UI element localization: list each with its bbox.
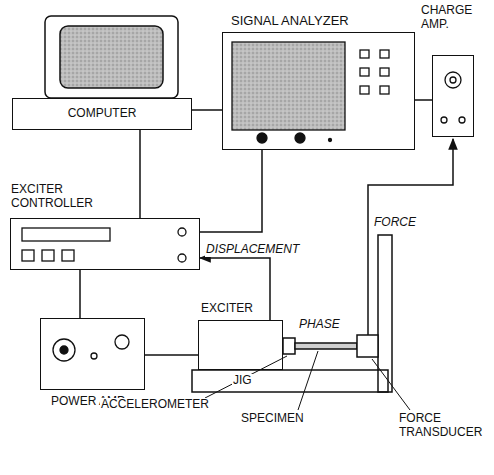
specimen bbox=[295, 343, 357, 349]
node-label: EXCITER CONTROLLER bbox=[11, 183, 111, 211]
power-amp-panel bbox=[53, 335, 129, 361]
node-label: COMPUTER bbox=[13, 107, 191, 121]
signal-cable bbox=[79, 270, 81, 318]
node-label: CHARGE AMP. bbox=[421, 4, 479, 32]
node-label: SIGNAL ANALYZER bbox=[231, 14, 421, 29]
signal-cable bbox=[415, 99, 432, 101]
charge-amp-knobs bbox=[441, 72, 465, 123]
signal-cable bbox=[145, 354, 198, 356]
signal-name: PHASE bbox=[298, 318, 341, 332]
part-label: ACCELEROMETER bbox=[100, 398, 210, 412]
analyzer-box: SIGNAL ANALYZER bbox=[222, 32, 415, 150]
signal-name: DISPLACEMENT bbox=[205, 243, 300, 257]
node-label: EXCITER bbox=[201, 302, 281, 316]
fixed-wall bbox=[378, 235, 392, 392]
power-amp-box: POWER AMP. bbox=[40, 318, 145, 390]
part-label: JIG bbox=[232, 374, 253, 388]
signal-name: FORCE bbox=[373, 216, 417, 230]
charge-amp-box: CHARGE AMP. bbox=[432, 55, 474, 137]
part-label: FORCE TRANSDUCER bbox=[398, 412, 492, 440]
monitor bbox=[45, 16, 178, 98]
accelerometer bbox=[283, 338, 295, 354]
signal-cable bbox=[139, 130, 141, 218]
controller-box: EXCITER CONTROLLER bbox=[10, 218, 200, 270]
analyzer-panel bbox=[232, 42, 389, 143]
exciter-box: EXCITER bbox=[198, 320, 283, 370]
jig-base bbox=[192, 370, 388, 392]
leader-lines bbox=[205, 351, 410, 410]
computer-base: COMPUTER bbox=[12, 98, 192, 130]
controller-panel bbox=[22, 228, 186, 262]
signal-cable bbox=[200, 150, 262, 232]
part-label: SPECIMEN bbox=[240, 412, 305, 426]
force-signal-line bbox=[368, 139, 453, 300]
test-rig bbox=[192, 235, 392, 392]
force-transducer bbox=[357, 335, 378, 357]
signal-cable bbox=[192, 109, 222, 111]
